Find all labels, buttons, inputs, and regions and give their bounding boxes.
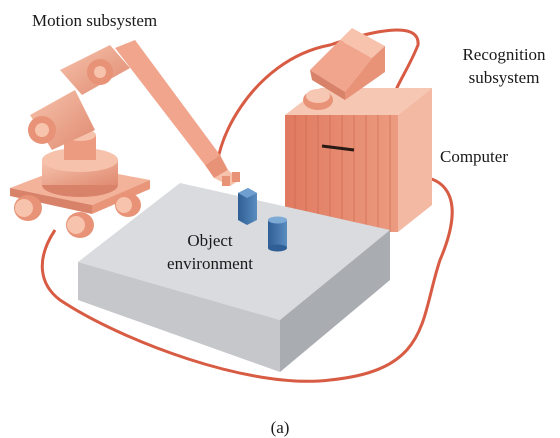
block-object bbox=[238, 188, 257, 225]
recognition-subsystem-label-line1: Recognition bbox=[462, 45, 546, 64]
object-environment-label-line1: Object bbox=[187, 231, 233, 250]
recognition-subsystem-label-line2: subsystem bbox=[468, 68, 540, 87]
computer-label: Computer bbox=[440, 147, 508, 166]
cylinder-object bbox=[268, 216, 287, 252]
disk-slot bbox=[321, 144, 355, 152]
figure-caption: (a) bbox=[270, 418, 290, 437]
motion-subsystem-label: Motion subsystem bbox=[32, 11, 158, 30]
cable bbox=[40, 174, 454, 383]
object-environment-label-line2: environment bbox=[167, 254, 253, 273]
robot-arm bbox=[10, 40, 240, 238]
computer-box bbox=[285, 88, 432, 232]
camera bbox=[303, 28, 385, 110]
table bbox=[78, 183, 390, 372]
